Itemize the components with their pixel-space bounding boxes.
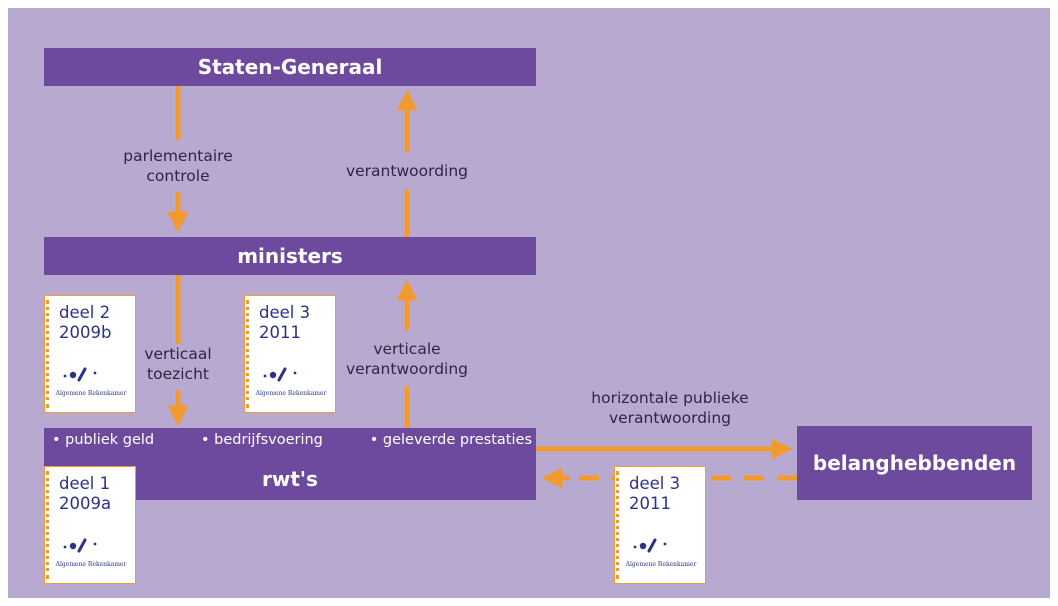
document-publisher: Algemene Rekenkamer: [55, 561, 127, 568]
spiral-binding: [46, 471, 53, 579]
label-verantwoording: verantwoording: [337, 161, 477, 181]
label-parlementaire-line1: parlementaire: [123, 147, 233, 165]
document-publisher: Algemene Rekenkamer: [625, 561, 697, 568]
rwt-label: rwt's: [262, 467, 318, 491]
label-parlementaire-controle: parlementaire controle: [118, 146, 238, 186]
spiral-binding: [616, 471, 623, 579]
ministers-label: ministers: [237, 244, 343, 268]
rekenkamer-logo-icon: [63, 538, 97, 553]
rwt-item-bedrijfsvoering: • bedrijfsvoering: [200, 432, 323, 448]
rwt-item-publiek-geld: • publiek geld: [52, 432, 155, 448]
label-verticaal-line2: toezicht: [147, 365, 209, 383]
rekenkamer-logo-icon: [263, 367, 297, 382]
spiral-binding: [246, 300, 253, 408]
document-year: 2009b: [59, 323, 112, 342]
rekenkamer-logo-icon: [633, 538, 667, 553]
ministers-box: ministers: [44, 237, 536, 275]
document-deel-2: deel 2 2009b Algemene Rekenkamer: [44, 295, 136, 413]
rekenkamer-logo-icon: [63, 367, 97, 382]
label-verticale-line2: verantwoording: [345, 360, 469, 378]
document-publisher: Algemene Rekenkamer: [255, 390, 327, 397]
label-verantwoording-text: verantwoording: [345, 162, 469, 180]
document-deel-3-belanghebbenden: deel 3 2011 Algemene Rekenkamer: [614, 466, 706, 584]
rwt-items: • publiek geld • bedrijfsvoering • gelev…: [52, 432, 532, 448]
spiral-binding: [46, 300, 53, 408]
label-horizontale-line2: verantwoording: [608, 409, 732, 427]
document-deel-3-ministers: deel 3 2011 Algemene Rekenkamer: [244, 295, 336, 413]
staten-generaal-box: Staten-Generaal: [44, 48, 536, 86]
document-year: 2009a: [59, 494, 112, 513]
label-verticale-line1: verticale: [373, 340, 441, 358]
document-year: 2011: [629, 494, 671, 513]
label-horizontale-line1: horizontale publieke: [591, 389, 749, 407]
belanghebbenden-label: belanghebbenden: [812, 451, 1017, 475]
document-publisher: Algemene Rekenkamer: [55, 390, 127, 397]
document-title: deel 2: [59, 303, 111, 322]
label-verticale-verantwoording: verticale verantwoording: [337, 339, 477, 379]
label-verticaal-toezicht: verticaal toezicht: [138, 344, 218, 384]
document-title: deel 3: [259, 303, 311, 322]
document-title: deel 1: [59, 474, 111, 493]
label-verticaal-line1: verticaal: [144, 345, 212, 363]
belanghebbenden-box: belanghebbenden: [797, 426, 1032, 500]
label-horizontale-verantwoording: horizontale publieke verantwoording: [570, 388, 770, 428]
rwt-item-geleverde-prestaties: • geleverde prestaties: [369, 432, 532, 448]
document-year: 2011: [259, 323, 301, 342]
document-deel-1: deel 1 2009a Algemene Rekenkamer: [44, 466, 136, 584]
staten-generaal-label: Staten-Generaal: [197, 55, 383, 79]
document-title: deel 3: [629, 474, 681, 493]
label-parlementaire-line2: controle: [146, 167, 210, 185]
